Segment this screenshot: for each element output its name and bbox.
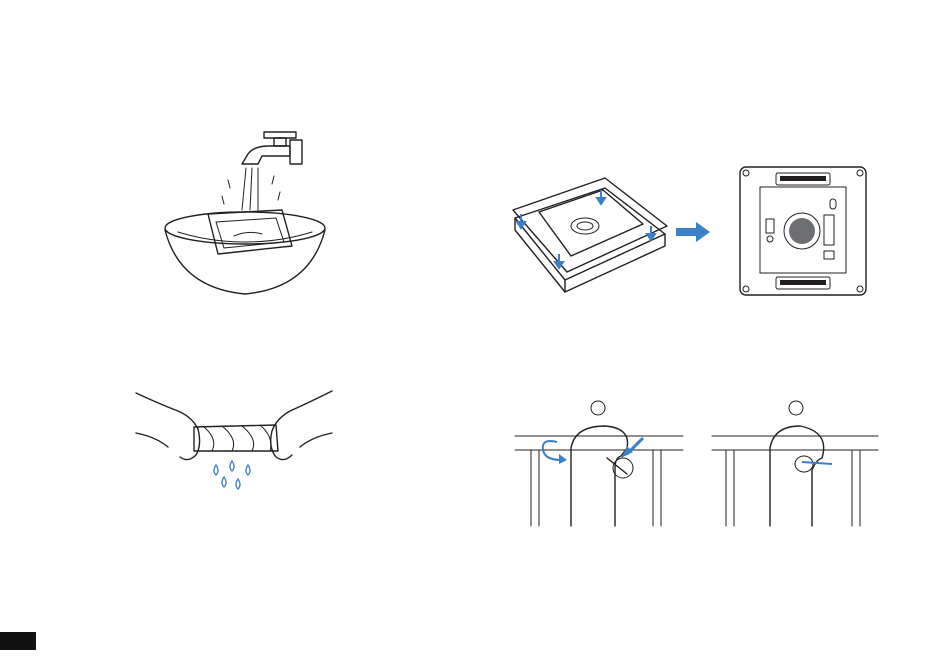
rope-clip-icon xyxy=(712,398,880,528)
wring-towel-icon xyxy=(132,385,337,495)
rope-step-2-illustration xyxy=(712,398,880,528)
rope-loop-icon xyxy=(515,398,685,528)
faucet-bowl-illustration xyxy=(150,118,340,303)
next-step-arrow xyxy=(676,222,712,242)
wring-pad-illustration xyxy=(132,385,337,495)
robot-bottom-illustration xyxy=(738,165,868,297)
page-marker-tab xyxy=(0,632,36,650)
arrow-right-icon xyxy=(676,222,712,242)
robot-underside-icon xyxy=(738,165,868,297)
faucet-wash-icon xyxy=(150,118,340,303)
robot-pad-attach-icon xyxy=(505,168,670,303)
attach-pad-illustration xyxy=(505,168,670,303)
rope-step-1-illustration xyxy=(515,398,685,528)
